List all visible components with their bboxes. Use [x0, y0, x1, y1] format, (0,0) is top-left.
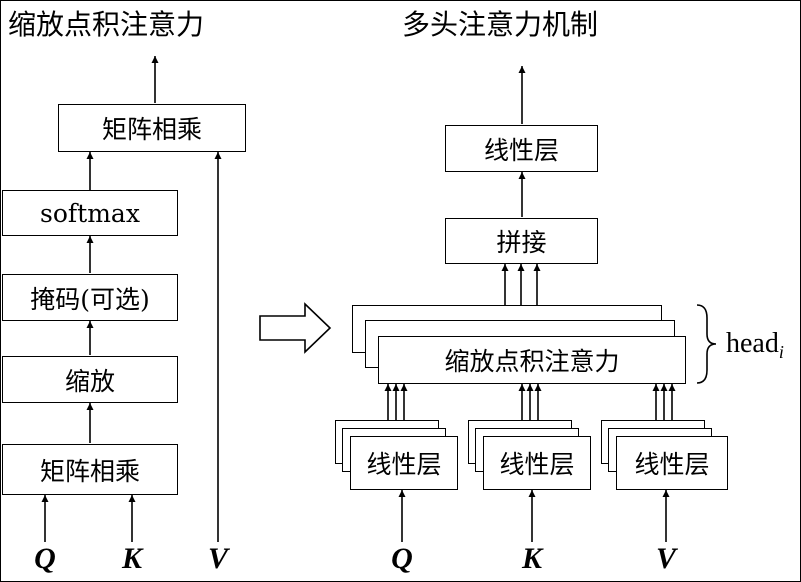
head-brace [696, 304, 717, 384]
left-title: 缩放点积注意力 [8, 8, 205, 41]
v-linear-box: 线性层 [616, 436, 728, 490]
q-linear-box: 线性层 [350, 436, 458, 490]
left-v-label: V [207, 542, 228, 575]
scale-box: 缩放 [2, 356, 178, 403]
right-v-label: V [655, 542, 676, 575]
transition-arrow [259, 302, 332, 354]
left-q-label: Q [34, 542, 56, 575]
concat-box: 拼接 [445, 218, 598, 264]
right-q-label: Q [391, 542, 413, 575]
right-k-label: K [521, 542, 542, 575]
right-linear-top-box: 线性层 [445, 125, 598, 172]
left-matmul-bottom-box: 矩阵相乘 [2, 444, 178, 495]
mask-box: 掩码(可选) [2, 274, 178, 321]
head-label: headi [726, 328, 784, 362]
left-k-label: K [121, 542, 142, 575]
softmax-box: softmax [2, 190, 178, 236]
k-linear-box: 线性层 [483, 436, 591, 490]
attention-box: 缩放点积注意力 [378, 336, 686, 384]
right-title: 多头注意力机制 [402, 8, 599, 41]
left-matmul-top-box: 矩阵相乘 [58, 104, 246, 152]
